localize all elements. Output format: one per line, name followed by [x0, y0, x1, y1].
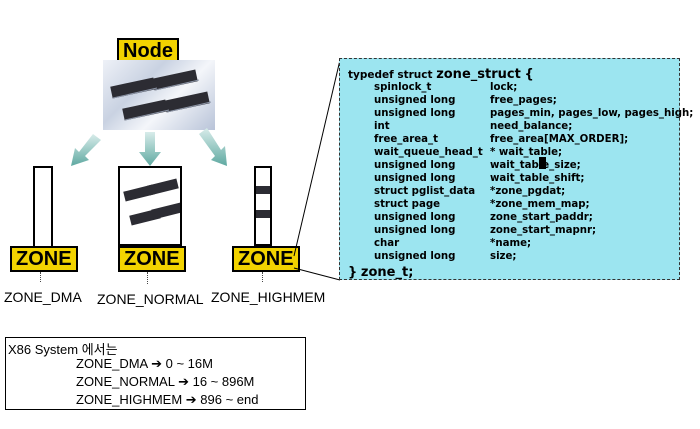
code-typedef-name: zone_t;: [360, 265, 414, 280]
field-name: *zone_pgdat;: [490, 186, 566, 197]
x86-info-box: X86 System 에서는 ZONE_DMA ➔ 0 ~ 16M ZONE_N…: [5, 337, 306, 410]
code-struct-name: zone_struct: [436, 67, 521, 82]
info-title: X86 System 에서는: [8, 342, 118, 357]
field-name: *zone_mem_map;: [490, 199, 590, 210]
field-type: unsigned long: [374, 251, 456, 262]
zone-dma-pointer: [40, 272, 42, 282]
field-name: * wait_table;: [490, 147, 563, 158]
zone-normal-pointer: [147, 272, 149, 284]
zone-highmem-pointer: [262, 272, 264, 282]
field-name: wait_table_size;: [490, 160, 581, 171]
info-line-dma: ZONE_DMA ➔ 0 ~ 16M: [76, 356, 213, 371]
code-header-prefix: typedef struct: [348, 69, 433, 81]
field-type: unsigned long: [374, 212, 456, 223]
zone-normal-label: ZONE: [118, 246, 186, 272]
field-name: zone_start_paddr;: [490, 212, 593, 223]
field-name: size;: [490, 251, 517, 262]
field-type: unsigned long: [374, 160, 456, 171]
field-name: wait_table_shift;: [490, 173, 585, 184]
field-type: unsigned long: [374, 108, 456, 119]
zone-struct-code-panel: typedef struct zone_struct { spinlock_t l…: [339, 58, 693, 280]
text-cursor: [539, 157, 546, 169]
node-chip-image: [103, 60, 215, 130]
field-type: struct pglist_data: [374, 186, 476, 197]
down-arrow-icon: [71, 128, 227, 166]
zone-dma-box: [33, 166, 53, 248]
field-type: free_area_t: [374, 134, 439, 145]
code-header: typedef struct zone_struct {: [348, 67, 534, 82]
field-name: zone_start_mapnr;: [490, 225, 597, 236]
field-name: *name;: [490, 238, 532, 249]
zone-highmem-box: [254, 166, 272, 246]
field-name: need_balance;: [490, 121, 573, 132]
field-type: unsigned long: [374, 173, 456, 184]
zone-normal-name: ZONE_NORMAL: [97, 291, 204, 307]
field-type: struct page: [374, 199, 441, 210]
info-line-highmem: ZONE_HIGHMEM ➔ 896 ~ end: [76, 392, 259, 407]
zone-dma-label: ZONE: [10, 246, 78, 272]
node-label: Node: [117, 38, 179, 64]
zone-dma-name: ZONE_DMA: [4, 289, 82, 305]
code-close-brace: }: [348, 265, 358, 280]
field-name: pages_min, pages_low, pages_high;: [490, 108, 694, 119]
field-name: lock;: [490, 82, 518, 93]
zone-highmem-name: ZONE_HIGHMEM: [211, 289, 326, 305]
field-type: unsigned long: [374, 95, 456, 106]
field-type: int: [374, 121, 390, 132]
field-type: spinlock_t: [374, 82, 432, 93]
field-name: free_pages;: [490, 95, 557, 106]
field-type: wait_queue_head_t: [374, 147, 483, 158]
field-type: char: [374, 238, 400, 249]
zone-highmem-label: ZONE: [232, 246, 300, 272]
zone-normal-box: [118, 166, 182, 246]
code-footer: } zone_t;: [348, 265, 413, 280]
code-open-brace: {: [524, 67, 534, 82]
info-line-normal: ZONE_NORMAL ➔ 16 ~ 896M: [76, 374, 255, 389]
callout-lines: [293, 59, 341, 281]
field-type: unsigned long: [374, 225, 456, 236]
field-name: free_area[MAX_ORDER];: [490, 134, 629, 145]
